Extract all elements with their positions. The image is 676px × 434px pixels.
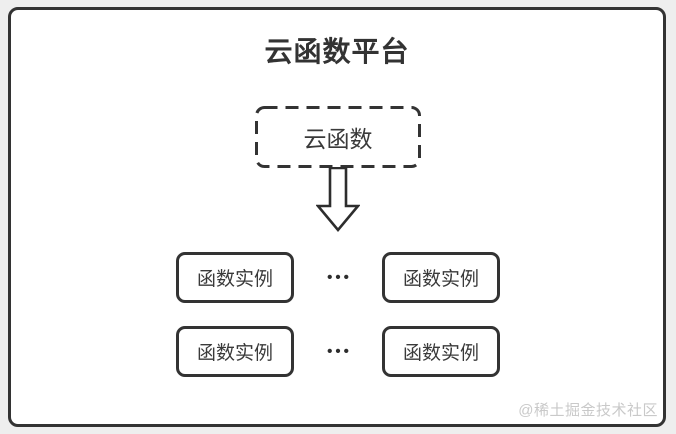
dashed-border-icon — [255, 106, 421, 168]
diagram-title: 云函数平台 — [264, 36, 410, 67]
watermark: @稀土掘金技术社区 — [518, 402, 658, 419]
function-instance-box: 函数实例 — [176, 252, 294, 303]
cloud-function-node: 云函数 — [255, 106, 421, 168]
function-instance-box: 函数实例 — [382, 252, 500, 303]
down-arrow-icon — [316, 167, 360, 233]
ellipsis-dots: ••• — [327, 342, 352, 360]
ellipsis-dots: ••• — [327, 268, 352, 286]
function-instance-box: 函数实例 — [382, 326, 500, 377]
function-instance-box: 函数实例 — [176, 326, 294, 377]
cloud-function-label: 云函数 — [303, 126, 373, 152]
